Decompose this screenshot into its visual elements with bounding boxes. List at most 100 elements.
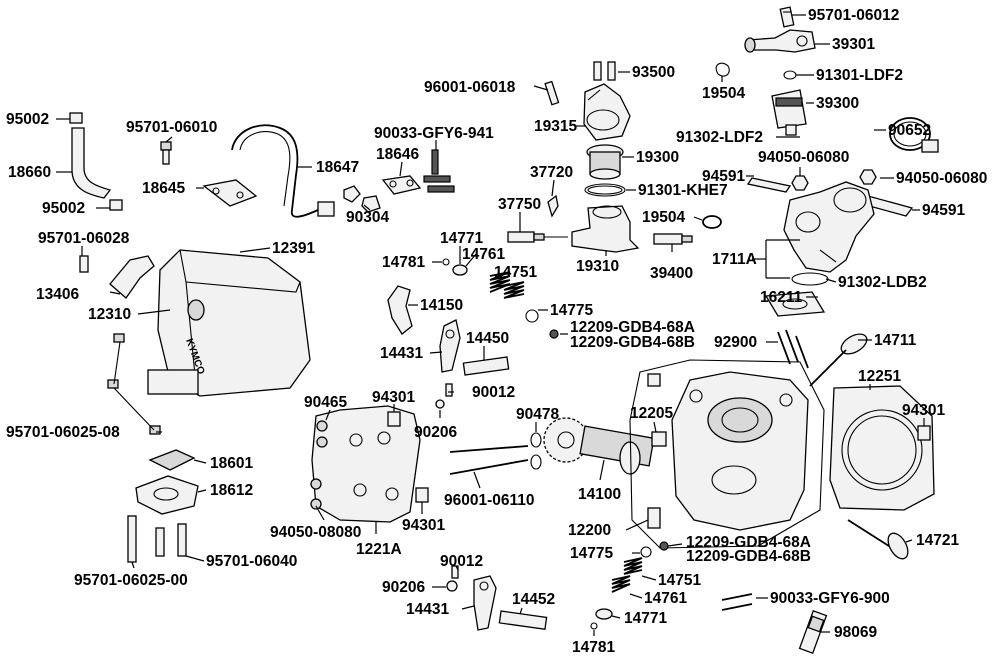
seal-14775-bot-drawing: [640, 546, 652, 558]
label-90033-gfy6-900: 90033-GFY6-900: [770, 590, 890, 607]
screw-90012-top-drawing: [445, 383, 453, 397]
label-37750: 37750: [498, 196, 541, 213]
label-39300: 39300: [816, 95, 859, 112]
pin-94301-b-drawing: [917, 425, 931, 441]
label-90012-bot: 90012: [440, 553, 483, 570]
rocker-14431-top-drawing: [439, 319, 461, 373]
nut-94050-06080-b-drawing: [859, 169, 877, 185]
shaft-14450-drawing: [462, 356, 510, 376]
sensor-37720-drawing: [547, 194, 559, 218]
rocker-14431-bot-drawing: [473, 575, 497, 631]
label-13406: 13406: [36, 286, 79, 303]
label-19504-top: 19504: [702, 85, 745, 102]
gasket-12251-drawing: [829, 385, 935, 511]
o-ring-91302-ldb2-drawing: [791, 272, 829, 286]
label-95701-06028: 95701-06028: [38, 230, 130, 247]
shaft-14452-drawing: [498, 610, 548, 631]
label-94050-08080: 94050-08080: [270, 524, 361, 541]
springs-14761-14751-top-drawing: [489, 271, 525, 299]
cotter-14781-bot-drawing: [590, 622, 598, 630]
label-98069: 98069: [834, 624, 877, 641]
label-14150: 14150: [420, 297, 463, 314]
sensor-39400-drawing: [653, 233, 693, 245]
label-90652: 90652: [888, 122, 931, 139]
studs-96001-06110-drawing: [449, 445, 529, 475]
label-14452: 14452: [512, 591, 555, 608]
label-14761-bot: 14761: [644, 590, 687, 607]
bolt-95701-06012-drawing: [779, 6, 795, 28]
clip-95002-bot-drawing: [109, 199, 123, 211]
label-12200: 12200: [568, 522, 611, 539]
label-95002-bot: 95002: [42, 200, 85, 217]
guide-12200-drawing: [647, 507, 661, 529]
label-18660: 18660: [8, 164, 51, 181]
label-12391: 12391: [272, 240, 315, 257]
nut-90206-top-drawing: [435, 399, 445, 409]
bolt-95701-06010-drawing: [160, 141, 172, 165]
label-14431-bot: 14431: [406, 601, 449, 618]
label-12209-a-top: 12209-GDB4-68A: [570, 319, 695, 336]
label-18645: 18645: [142, 180, 185, 197]
label-95002-top: 95002: [6, 111, 49, 128]
bracket-13406-drawing: [109, 255, 155, 299]
label-14721: 14721: [916, 532, 959, 549]
gasket-91302-ldf2-drawing: [746, 177, 792, 193]
nut-94050-06080-a-drawing: [791, 175, 809, 191]
label-18646: 18646: [376, 146, 419, 163]
label-90033-gfy6-941: 90033-GFY6-941: [374, 125, 494, 142]
studs-90033-gfy6-900-drawing: [721, 593, 753, 611]
label-94591-b: 94591: [922, 202, 965, 219]
label-12251: 12251: [858, 368, 901, 385]
label-94301-a: 94301: [372, 389, 415, 406]
valve-14721-drawing: [847, 519, 909, 560]
intake-manifold-1711a-drawing: [783, 181, 875, 273]
label-90465: 90465: [304, 394, 347, 411]
label-94591-a: 94591: [702, 168, 745, 185]
label-14781-top: 14781: [382, 254, 425, 271]
clamp-19504-top-drawing: [715, 62, 730, 77]
label-19315: 19315: [534, 118, 577, 135]
label-94301-c: 94301: [402, 517, 445, 534]
bolt-12205-drawing: [651, 431, 667, 447]
label-14781-bot: 14781: [572, 639, 615, 656]
label-95701-06025-08: 95701-06025-08: [6, 424, 120, 441]
valve-cover-12391-drawing: [147, 249, 311, 397]
sensor-37750-drawing: [507, 231, 568, 243]
spring-14761-bot-drawing: [611, 575, 631, 593]
cylinder-head-drawing: [671, 371, 809, 531]
label-12205: 12205: [630, 405, 673, 422]
label-12209-b-top: 12209-GDB4-68B: [570, 334, 695, 351]
label-14761-top: 14761: [462, 246, 505, 263]
shims-12209-bot-drawing: [659, 541, 669, 551]
label-16211: 16211: [760, 289, 803, 306]
label-14450: 14450: [466, 330, 509, 347]
o-ring-91301-ldf2-drawing: [783, 70, 797, 80]
bolts-95701-06040-drawing: [155, 523, 187, 557]
label-14751-top: 14751: [494, 264, 537, 281]
label-12310: 12310: [88, 306, 131, 323]
clamp-90652-drawing: [889, 117, 939, 153]
label-14771-top: 14771: [440, 230, 483, 247]
label-37720: 37720: [530, 164, 573, 181]
label-12209-a-bot: 12209-GDB4-68A: [686, 534, 811, 551]
label-18601: 18601: [210, 455, 253, 472]
label-90012-top: 90012: [472, 384, 515, 401]
bolt-96001-06018-drawing: [544, 80, 560, 106]
label-18612: 18612: [210, 482, 253, 499]
rocker-14150-drawing: [387, 285, 413, 335]
label-94301-b: 94301: [902, 402, 945, 419]
label-96001-06110: 96001-06110: [444, 492, 535, 509]
valve-14711-drawing: [809, 333, 868, 387]
label-1711a: 1711A: [712, 251, 757, 268]
hose-18660-drawing: [71, 127, 112, 199]
label-14775-bot: 14775: [570, 545, 613, 562]
washers-90478-drawing: [530, 432, 542, 470]
gasket-16211-drawing: [764, 291, 826, 317]
nuts-90304-drawing: [343, 185, 381, 213]
label-14711: 14711: [874, 332, 917, 349]
bolts-93500-drawing: [593, 61, 616, 81]
label-95701-06040: 95701-06040: [206, 553, 297, 570]
cover-18612-drawing: [135, 475, 199, 515]
clip-95002-top-drawing: [69, 112, 83, 124]
bolt-12205-upper-drawing: [647, 373, 661, 387]
